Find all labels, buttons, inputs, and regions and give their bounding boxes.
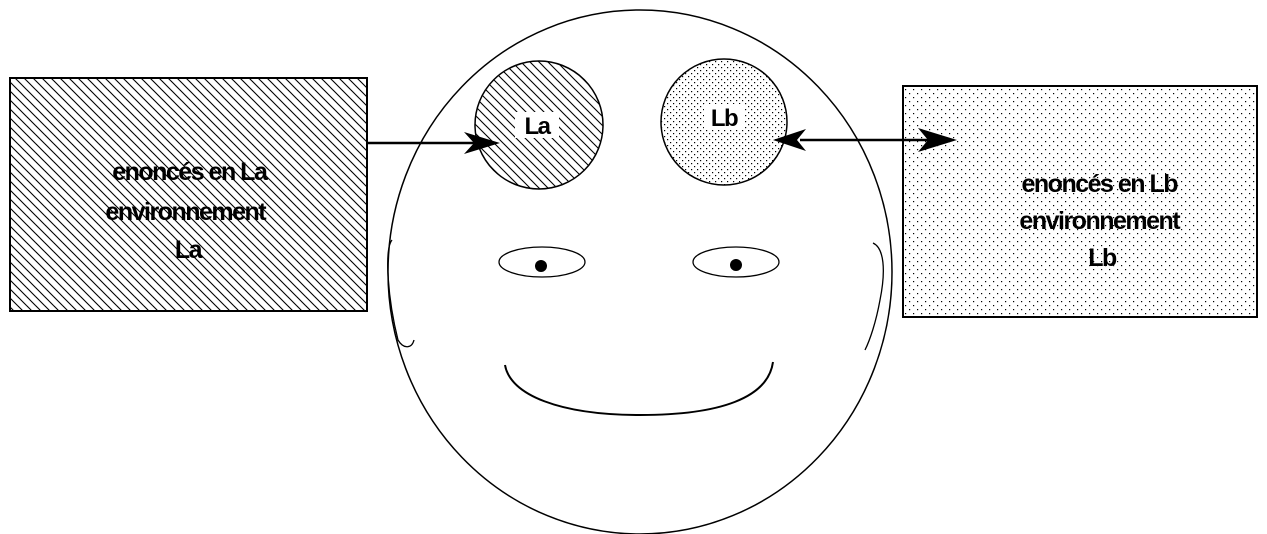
- right-box-line-3: Lb: [1088, 244, 1117, 272]
- circle-lb-label: Lb: [711, 105, 738, 132]
- left-pupil: [535, 260, 547, 272]
- right-box-frame: [903, 86, 1257, 317]
- right-ear: [865, 243, 883, 350]
- head-outline: [388, 10, 892, 534]
- right-environment-box: enoncés en Lb environnement Lb: [903, 86, 1257, 317]
- left-box-line-3: La: [175, 236, 204, 264]
- left-box-line-1: enoncés en La: [112, 158, 269, 186]
- right-box-line-1: enoncés en Lb: [1022, 170, 1179, 198]
- right-pupil: [730, 259, 742, 271]
- circle-la-label: La: [524, 113, 551, 140]
- left-box-line-2: environnement: [105, 198, 267, 226]
- left-ear: [388, 240, 414, 347]
- arrow-lb-to-right-box: [773, 128, 957, 152]
- mouth: [505, 362, 773, 415]
- right-box-line-2: environnement: [1019, 207, 1181, 235]
- left-environment-box: enoncés en La environnement La: [10, 78, 367, 311]
- left-box-frame: [10, 78, 367, 311]
- head: La Lb: [388, 10, 892, 534]
